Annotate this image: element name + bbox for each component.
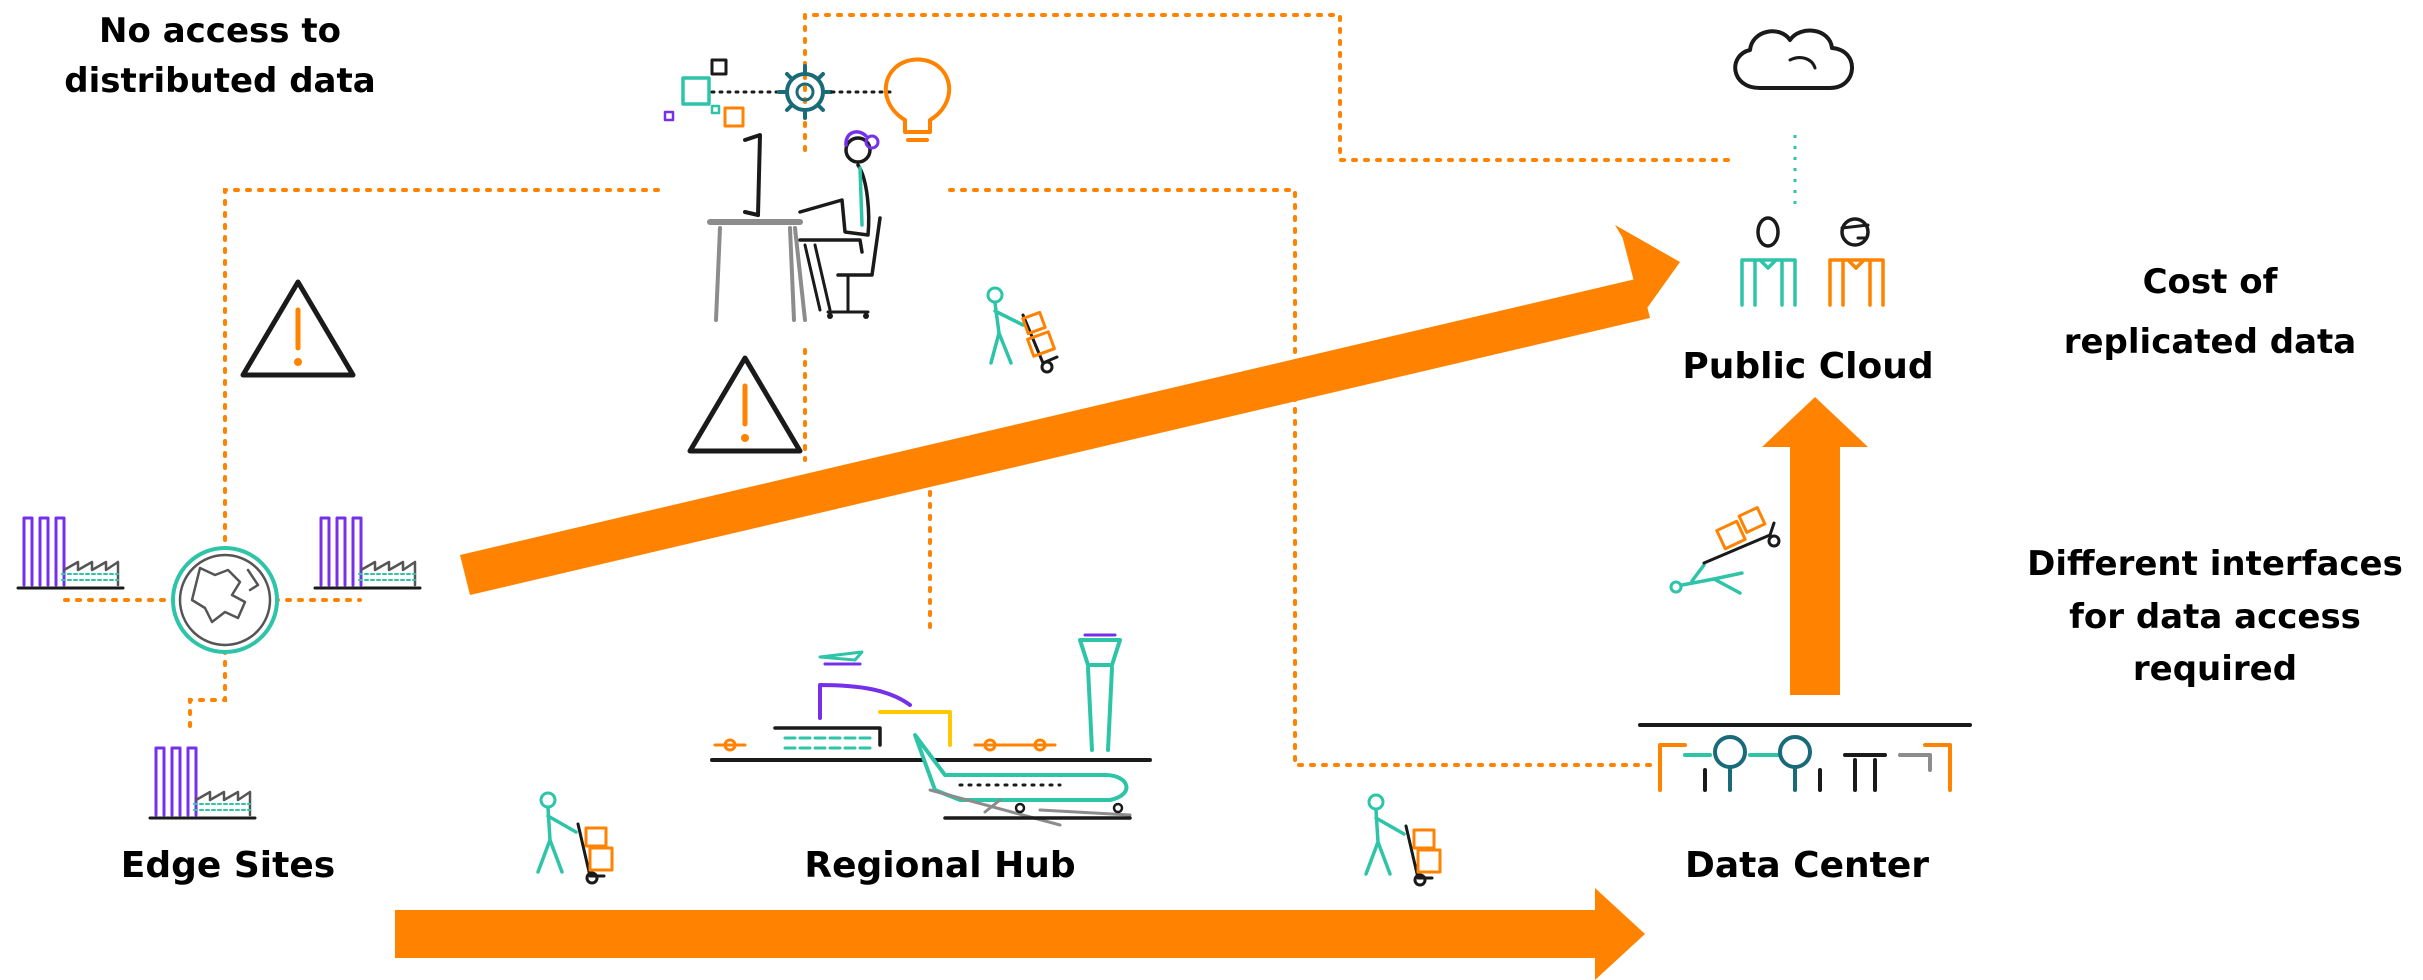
cost-line-1: Cost of bbox=[2143, 262, 2279, 302]
warning-icon bbox=[240, 279, 356, 378]
interfaces-line-2: for data access bbox=[2069, 597, 2361, 637]
arrow-edge-to-datacenter bbox=[395, 888, 1645, 980]
data-center-icon bbox=[1638, 723, 1972, 792]
no-access-line-2: distributed data bbox=[64, 61, 375, 101]
globe-icon bbox=[171, 546, 279, 654]
office-worker-icon bbox=[707, 130, 882, 322]
public-cloud-label: Public Cloud bbox=[1682, 346, 1933, 387]
no-access-label: No access to distributed data bbox=[64, 11, 375, 101]
delivery-worker-icon bbox=[536, 791, 614, 885]
cost-label: Cost of replicated data bbox=[2064, 262, 2357, 362]
lightbulb-icon bbox=[883, 57, 952, 142]
interfaces-line-1: Different interfaces bbox=[2027, 544, 2403, 584]
edge-sites-label: Edge Sites bbox=[121, 845, 335, 886]
factory-icon bbox=[16, 516, 125, 590]
factory-icon bbox=[313, 516, 422, 590]
arrow-datacenter-to-cloud bbox=[1762, 397, 1868, 695]
delivery-worker-icon bbox=[1364, 793, 1442, 887]
arrow-edge-to-cloud bbox=[460, 225, 1680, 595]
connection-lines bbox=[63, 13, 1737, 767]
cloud-icon bbox=[1733, 28, 1854, 90]
interfaces-label: Different interfaces for data access req… bbox=[2027, 544, 2403, 689]
warning-icon bbox=[687, 355, 803, 454]
regional-hub-label: Regional Hub bbox=[804, 845, 1075, 886]
delivery-worker-icon bbox=[1669, 506, 1781, 595]
data-center-label: Data Center bbox=[1685, 845, 1929, 886]
factory-icon bbox=[148, 746, 257, 820]
delivery-worker-icon bbox=[986, 286, 1059, 374]
users-icon bbox=[1740, 216, 1885, 307]
cost-line-2: replicated data bbox=[2064, 322, 2357, 362]
no-access-line-1: No access to bbox=[99, 11, 341, 51]
interfaces-line-3: required bbox=[2133, 649, 2297, 689]
process-flow-icon bbox=[663, 58, 892, 128]
airport-icon bbox=[710, 633, 1152, 827]
